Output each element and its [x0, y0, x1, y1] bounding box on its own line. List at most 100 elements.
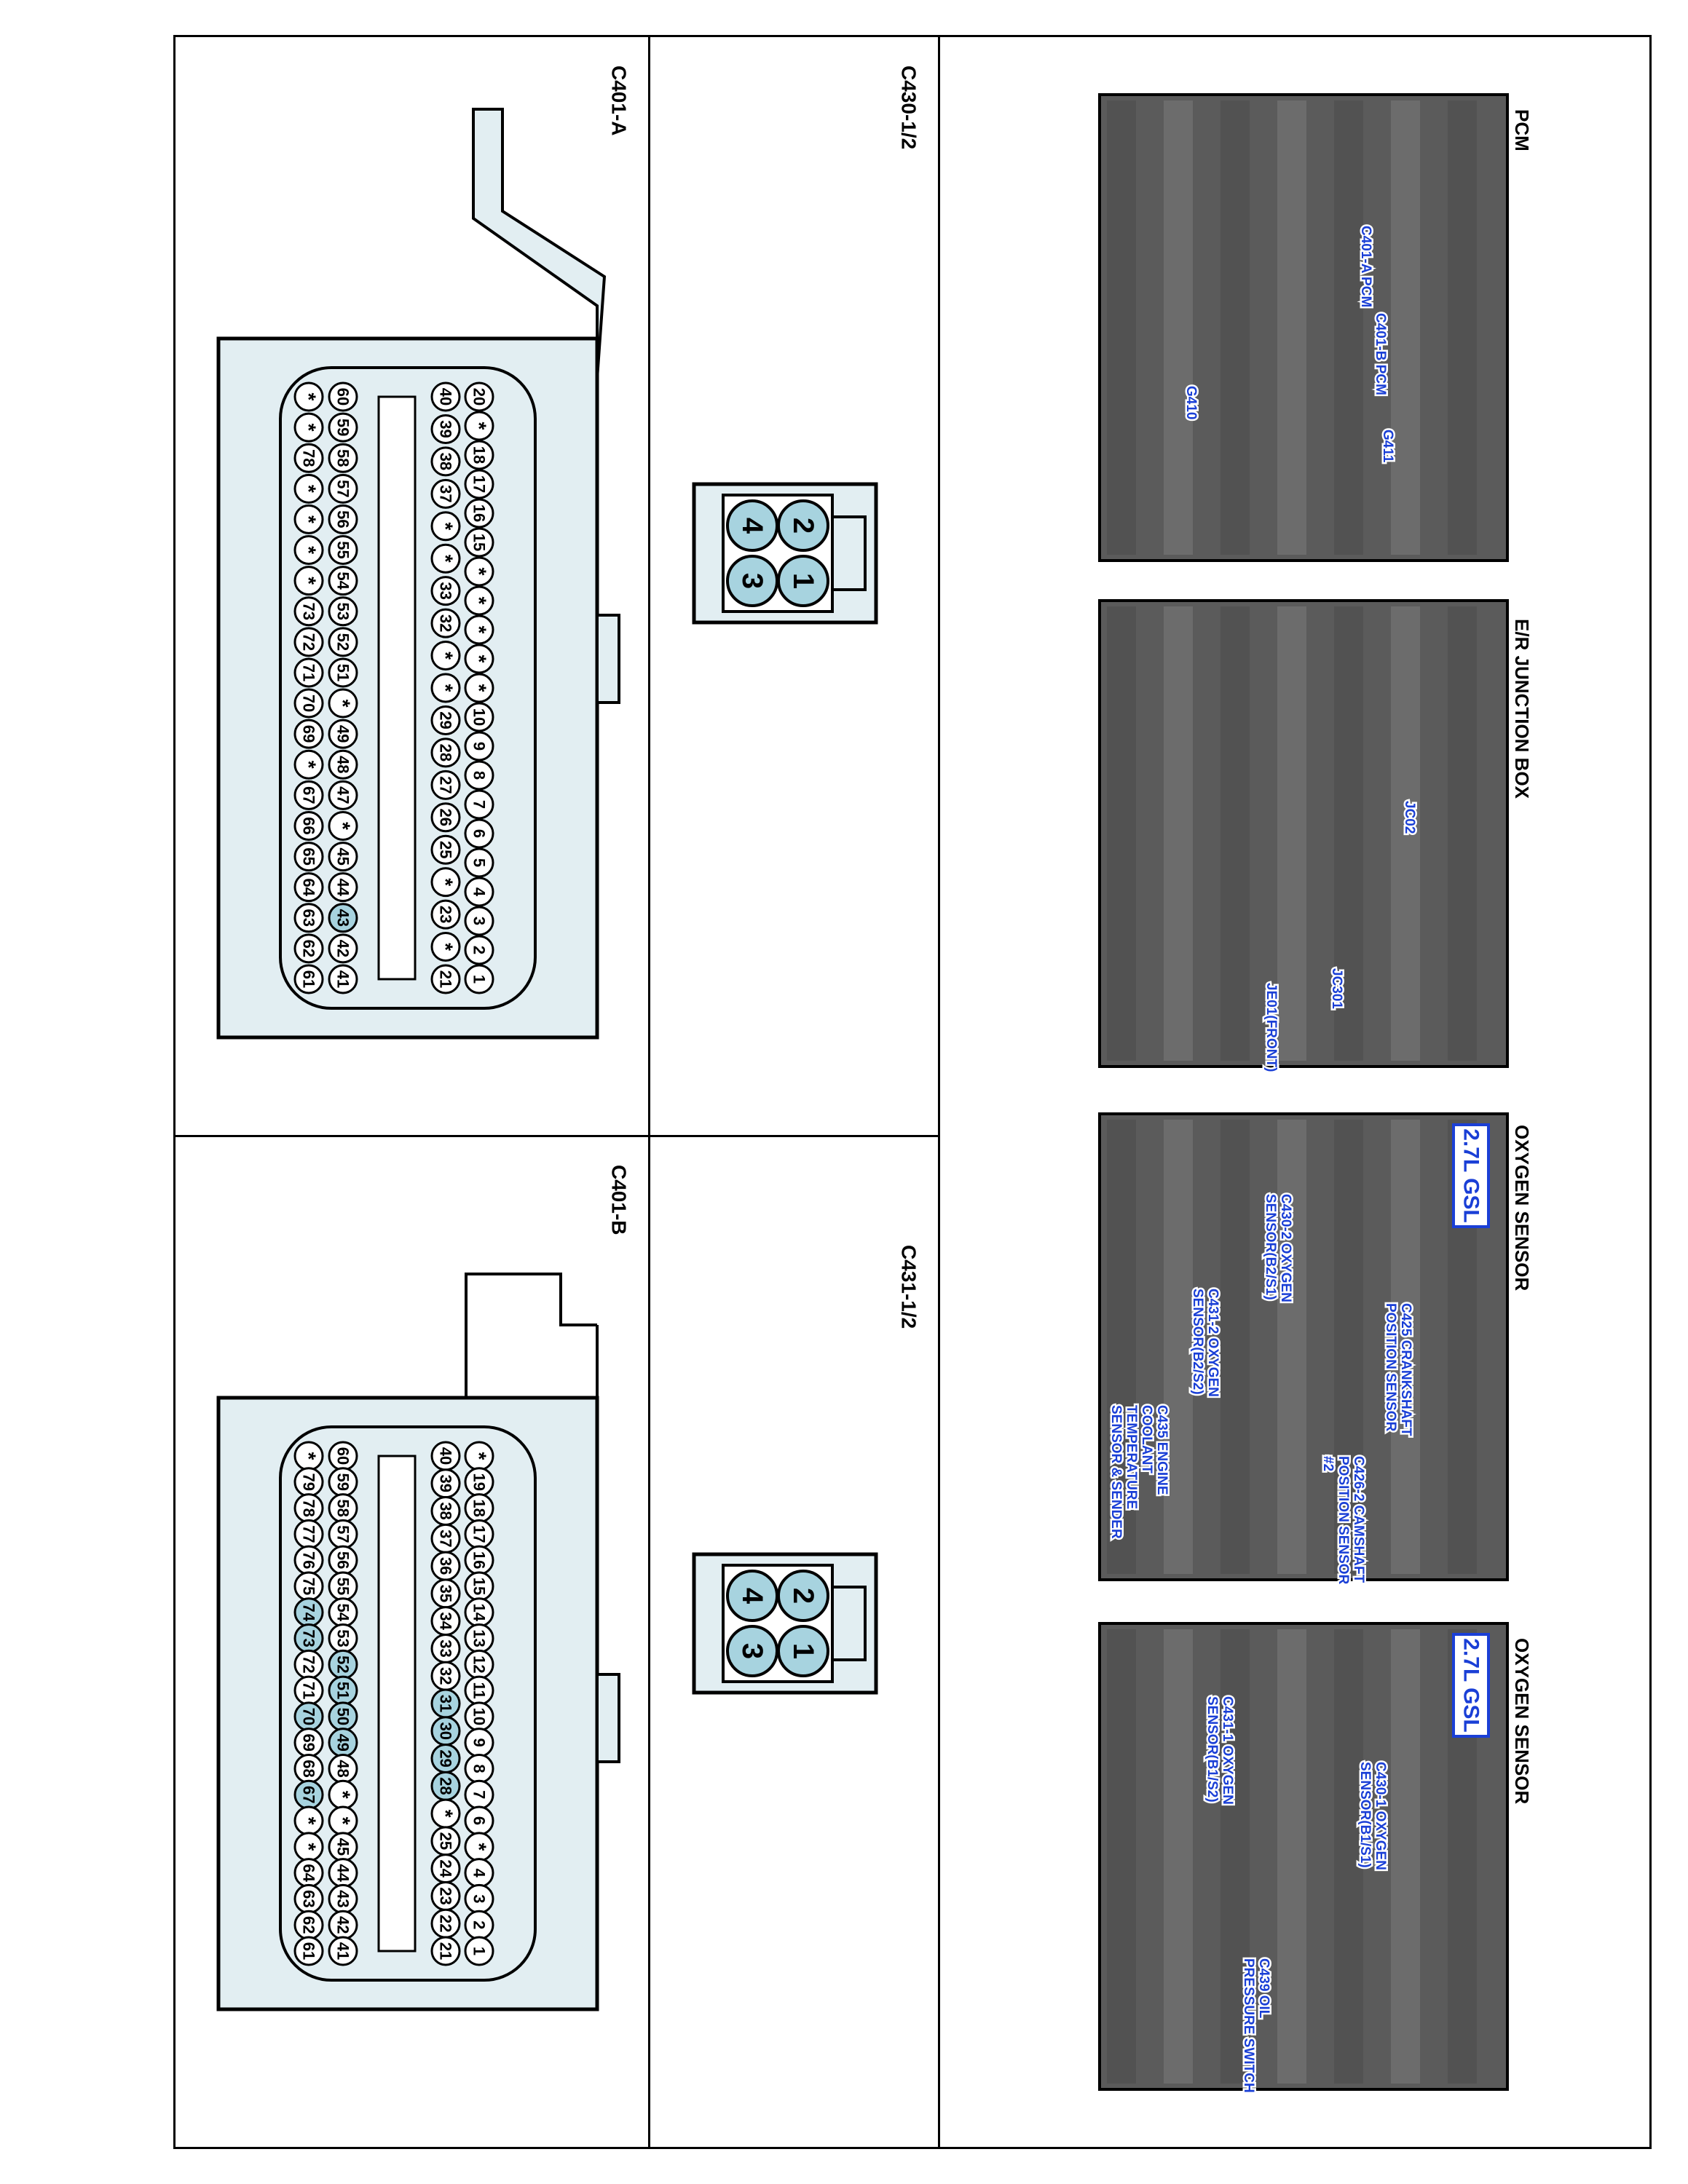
pin-label: 21: [437, 970, 455, 988]
pin-number: 6: [470, 1816, 489, 1825]
pin-label: *: [298, 761, 320, 769]
pin-number: 41: [334, 1942, 352, 1960]
pin-number: 42: [334, 940, 352, 957]
photo-label-text: G411: [1380, 430, 1395, 463]
pin-number: 17: [470, 475, 489, 493]
pin-number: 35: [437, 1585, 455, 1602]
pin-cavity: [328, 749, 358, 780]
photo-label-text: C439 OILPRESSURE SWITCH: [1241, 1958, 1271, 2093]
badge-box: [1452, 1633, 1490, 1738]
photo-label-text: C426-2 CAMSHAFTPOSITION SENSOR#2: [1320, 1456, 1366, 1585]
pin-cavity: [293, 964, 324, 994]
pin-label: 42: [334, 940, 352, 957]
pin-number: *: [468, 422, 491, 430]
connector-title-1: C430-1/2: [898, 66, 920, 149]
c401a-connector-side-tab: [596, 614, 620, 704]
pin-label-2: 2: [787, 518, 819, 534]
photo-2-texture: [1220, 606, 1250, 1061]
pin-label: 12: [470, 1655, 489, 1673]
photo-4-texture: [1277, 1629, 1306, 2084]
pin-number: 29: [437, 711, 455, 729]
pin-number: 54: [334, 1603, 352, 1621]
photo-label-line: C426-2 CAMSHAFT: [1351, 1456, 1366, 1583]
pin-number: 8: [470, 1764, 489, 1773]
pin-number: 72: [300, 633, 318, 651]
pin-cavity: [430, 1936, 461, 1966]
pin-cavity: [293, 657, 324, 688]
pin-number: 21: [437, 970, 455, 988]
photo-label-line: C431-2 OXYGEN: [1205, 1289, 1220, 1397]
pin-label: 59: [334, 419, 352, 436]
pin-label: *: [298, 577, 320, 585]
pin-number: 7: [470, 1790, 489, 1799]
pin-number: 21: [437, 1942, 455, 1960]
pin-label: 32: [437, 1667, 455, 1685]
pin-label: 61: [300, 970, 318, 988]
pin-label: 30: [437, 1722, 455, 1740]
photo-label-1-4: G411: [1379, 428, 1397, 465]
pin-cavity: [328, 842, 358, 872]
photo-4-texture: [1220, 1629, 1250, 2084]
pin-cavity: [328, 657, 358, 688]
pin-label: 66: [300, 817, 318, 834]
pin-label: 29: [437, 711, 455, 729]
pin-number: 16: [470, 1551, 489, 1569]
pin-number: *: [435, 1810, 457, 1818]
photo-title-text-3: OXYGEN SENSOR: [1511, 1125, 1533, 1291]
pin-number: 25: [437, 841, 455, 858]
pin-label: 60: [334, 1447, 352, 1465]
pin-cavity: [464, 906, 494, 936]
pin-label: 55: [334, 1578, 352, 1595]
photo-title-text-4: OXYGEN SENSOR: [1511, 1638, 1533, 1804]
c401a-key: [472, 108, 607, 379]
pin-label: *: [298, 1452, 320, 1460]
pin-label: 69: [300, 1733, 318, 1751]
pin-label-4: 4: [736, 1588, 768, 1605]
pin-number: 24: [437, 1859, 455, 1878]
photo-2-texture: [1334, 606, 1363, 1061]
pin-label: 21: [437, 1942, 455, 1960]
pin-cavity: [464, 877, 494, 907]
pin-cavity: [464, 789, 494, 820]
pin-number: *: [298, 1452, 320, 1460]
pin-cavity: [464, 818, 494, 849]
pin-number: 65: [300, 847, 318, 865]
pin-cavity: [293, 872, 324, 903]
c401a-connector: [216, 336, 620, 1040]
pin-label: 14: [470, 1603, 489, 1621]
pin-label: 42: [334, 1916, 352, 1934]
pin-number: *: [298, 1843, 320, 1851]
c401a-connector-center-rib: [377, 395, 417, 981]
pin-number: 52: [334, 1655, 352, 1673]
pin-number: 55: [334, 1578, 352, 1595]
pin-number: 9: [470, 1738, 489, 1747]
photo-label-line: POSITION SENSOR: [1336, 1456, 1351, 1585]
pin-label-2: 2: [787, 1588, 819, 1604]
pin-label: 75: [300, 1578, 318, 1595]
pin-label: 70: [300, 1708, 318, 1725]
pin-label: 8: [470, 1764, 489, 1773]
pin-cavity: [328, 719, 358, 749]
pin-label: *: [468, 655, 491, 663]
pin-label: 65: [300, 847, 318, 865]
divider-horizontal: [175, 1135, 938, 1137]
pin-label-3: 3: [736, 1643, 768, 1659]
photo-title-3: OXYGEN SENSOR: [1511, 1125, 1533, 1291]
pin-number: 62: [300, 940, 318, 957]
pin-cavity: [293, 473, 324, 504]
pin-label: *: [332, 1817, 355, 1825]
pin-cavity: [430, 802, 461, 833]
photo-label-4-2: C431-1 OXYGENSENSOR(B1/S2): [1203, 1695, 1237, 1807]
photo-label-text: C430-2 OXYGENSENSOR(B2/S1): [1263, 1194, 1293, 1302]
photo-badge-4: 2.7L GSL: [1452, 1633, 1490, 1738]
pin-cavity: [464, 964, 494, 994]
c430-connector: [692, 482, 878, 625]
pin-number: 78: [300, 449, 318, 467]
pin-label: 26: [437, 809, 455, 826]
pin-cavity: [430, 381, 461, 412]
pin-number: 51: [334, 664, 352, 681]
pin-label-1: 1: [787, 573, 819, 589]
pin-number: 23: [437, 906, 455, 923]
pin-label: 23: [437, 906, 455, 923]
